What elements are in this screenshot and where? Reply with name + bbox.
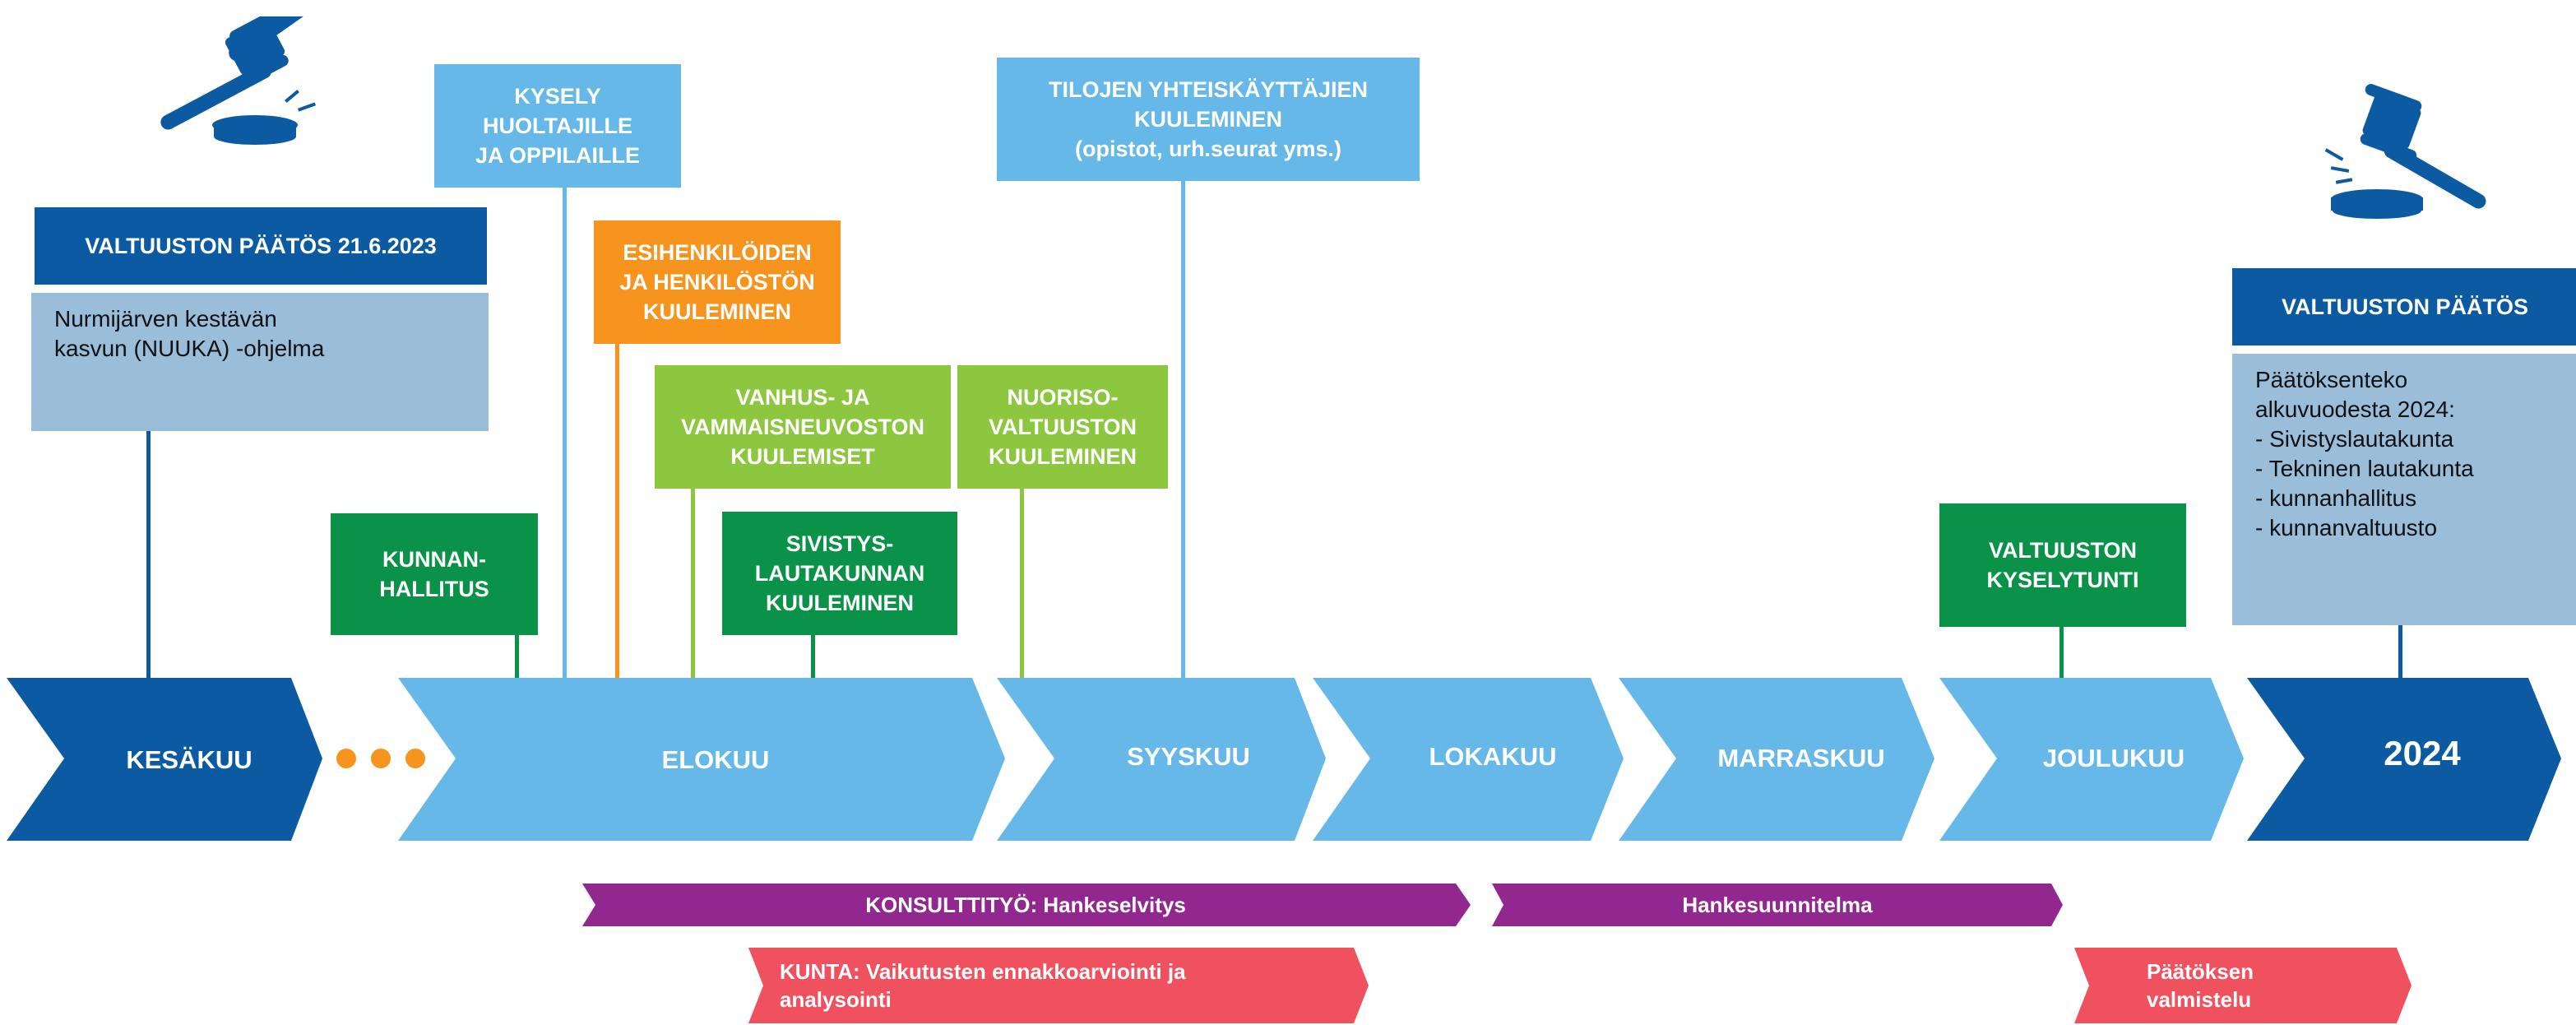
event-valtuuston-paatos-2023-title: VALTUUSTON PÄÄTÖS 21.6.2023 (35, 207, 487, 285)
connector-sivistys (811, 633, 815, 678)
event-kysely: KYSELY HUOLTAJILLE JA OPPILAILLE (434, 64, 681, 188)
bar-konsulttityo (582, 884, 1471, 926)
bar-kunta (748, 948, 1369, 1023)
ellipsis-dot (371, 749, 391, 768)
chevron-joulukuu (1939, 678, 2244, 841)
event-tilojen: TILOJEN YHTEISKÄYTTÄJIEN KUULEMINEN (opi… (997, 58, 1420, 181)
bar-paatoksen (2074, 948, 2412, 1023)
gavel-icon (160, 16, 317, 145)
chevron-2024 (2247, 678, 2561, 841)
event-kyselytunti: VALTUUSTON KYSELYTUNTI (1939, 503, 2186, 627)
connector-valtuusto-2023 (146, 429, 151, 678)
connector-nuoriso (1020, 487, 1024, 678)
chevron-kesakuu (7, 678, 322, 841)
chevron-syyskuu (997, 678, 1326, 841)
event-valtuuston-paatos-2024-title: VALTUUSTON PÄÄTÖS (2232, 268, 2576, 346)
event-esihenkilot: ESIHENKILÖIDEN JA HENKILÖSTÖN KUULEMINEN (594, 220, 841, 344)
connector-kyselytunti (2059, 625, 2064, 678)
connector-vanhus (691, 487, 695, 678)
bar-hankesuunnitelma (1492, 884, 2063, 926)
event-nuoriso: NUORISO- VALTUUSTON KUULEMINEN (957, 365, 1168, 489)
connector-valtuusto-2024 (2398, 624, 2402, 678)
event-sivistys: SIVISTYS- LAUTAKUNNAN KUULEMINEN (722, 512, 957, 635)
connector-esihenkilot (615, 342, 619, 678)
event-valtuuston-paatos-2024-body: Päätöksenteko alkuvuodesta 2024: - Sivis… (2232, 354, 2576, 625)
connector-tilojen (1181, 179, 1185, 678)
ellipsis-dot (405, 749, 425, 768)
event-valtuuston-paatos-2023-body: Nurmijärven kestävän kasvun (NUUKA) -ohj… (31, 293, 489, 431)
chevron-marraskuu (1619, 678, 1934, 841)
ellipsis-dot (336, 749, 356, 768)
event-kunnanhallitus: KUNNAN- HALLITUS (331, 513, 538, 635)
chevron-lokakuu (1313, 678, 1624, 841)
gavel-icon (2324, 84, 2486, 219)
event-vanhus: VANHUS- JA VAMMAISNEUVOSTON KUULEMISET (655, 365, 951, 489)
connector-kysely (563, 186, 567, 678)
connector-kunnanhallitus (515, 633, 519, 678)
chevron-elokuu (398, 678, 1005, 841)
